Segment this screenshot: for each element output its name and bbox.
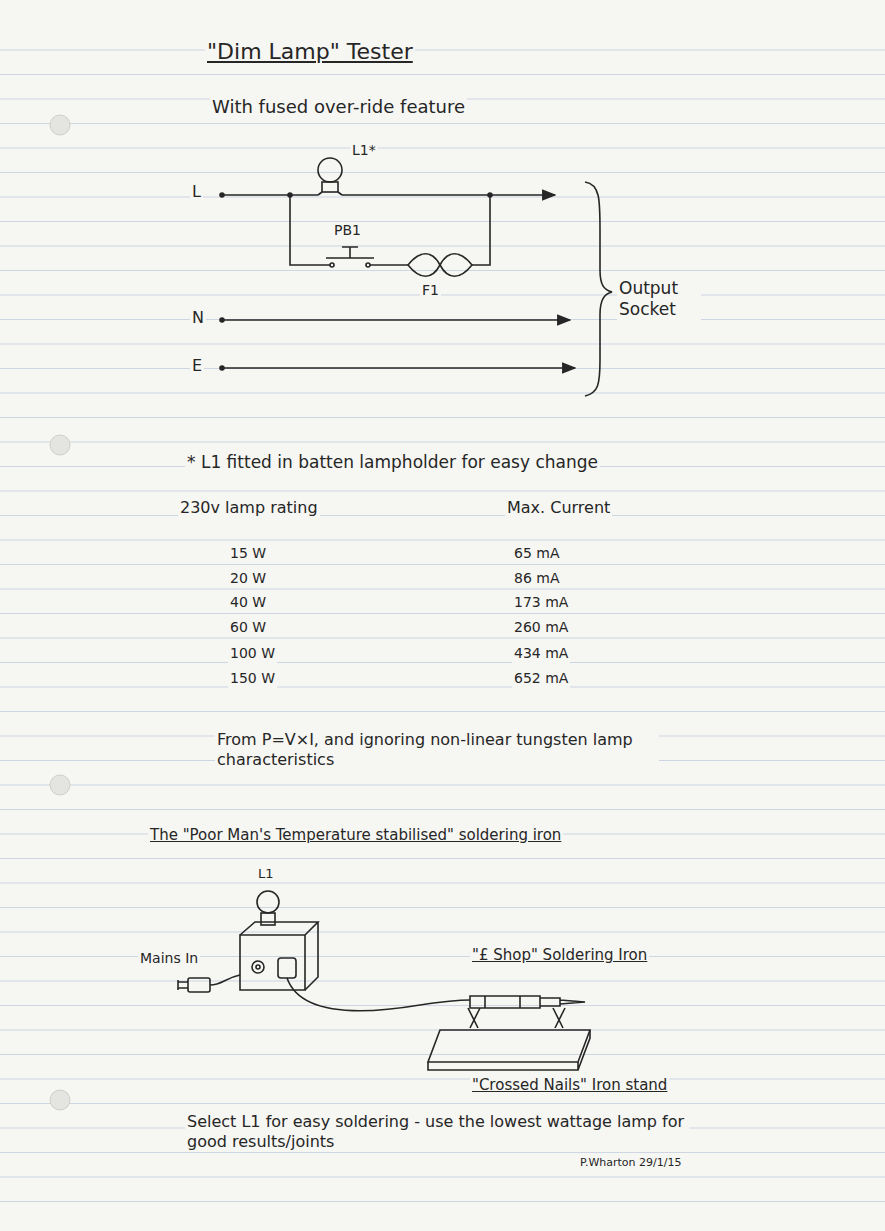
part-label: Mains In <box>138 950 200 968</box>
line-label: L <box>190 182 203 202</box>
ruled-line <box>0 1201 885 1202</box>
ruled-line <box>0 1103 885 1104</box>
ruled-line <box>0 540 885 541</box>
component-label: F1 <box>420 282 441 300</box>
table-cell: 40 W <box>228 594 268 612</box>
ruled-line <box>0 711 885 712</box>
ruled-line <box>0 295 885 296</box>
ruled-line <box>0 981 885 982</box>
ruled-line <box>0 858 885 859</box>
socket-label: Output Socket <box>617 278 701 321</box>
footnote: * L1 fitted in batten lampholder for eas… <box>185 452 600 473</box>
ruled-line <box>0 515 885 516</box>
title: "Dim Lamp" Tester <box>205 38 415 66</box>
circuit-schematic <box>220 158 612 396</box>
ruled-line <box>0 613 885 614</box>
part-label: "£ Shop" Soldering Iron <box>470 946 649 965</box>
punch-holes <box>50 115 70 1110</box>
ruled-lines <box>0 50 885 1202</box>
line-label: N <box>190 308 206 328</box>
soldering-illustration <box>178 891 590 1070</box>
table-header: 230v lamp rating <box>178 498 320 518</box>
ruled-line <box>0 589 885 590</box>
ruled-line <box>0 638 885 639</box>
signature: P.Wharton 29/1/15 <box>578 1156 683 1170</box>
ruled-line <box>0 197 885 198</box>
ruled-line <box>0 393 885 394</box>
ruled-line <box>0 74 885 75</box>
table-cell: 173 mA <box>512 594 570 612</box>
ruled-line <box>0 148 885 149</box>
ruled-line <box>0 662 885 663</box>
table-header: Max. Current <box>505 498 612 518</box>
part-label: "Crossed Nails" Iron stand <box>470 1076 669 1095</box>
ruled-line <box>0 932 885 933</box>
ruled-line <box>0 123 885 124</box>
table-cell: 65 mA <box>512 545 561 563</box>
ruled-line <box>0 1054 885 1055</box>
ruled-line <box>0 50 885 51</box>
ruled-line <box>0 785 885 786</box>
ruled-line <box>0 442 885 443</box>
ruled-line <box>0 956 885 957</box>
table-cell: 652 mA <box>512 670 570 688</box>
ruled-line <box>0 491 885 492</box>
component-label: PB1 <box>332 222 363 240</box>
ruled-line <box>0 246 885 247</box>
table-cell: 100 W <box>228 645 277 663</box>
ruled-line <box>0 1005 885 1006</box>
line-label: E <box>190 356 204 376</box>
ruled-line <box>0 417 885 418</box>
ruled-line <box>0 319 885 320</box>
ruled-line <box>0 344 885 345</box>
component-label: L1 <box>256 866 276 882</box>
ruled-line <box>0 1152 885 1153</box>
ruled-line <box>0 172 885 173</box>
ruled-line <box>0 1079 885 1080</box>
ruled-line <box>0 809 885 810</box>
note: Select L1 for easy soldering - use the l… <box>185 1112 689 1152</box>
ruled-line <box>0 687 885 688</box>
ruled-line <box>0 564 885 565</box>
ruled-line <box>0 368 885 369</box>
table-cell: 20 W <box>228 570 268 588</box>
table-cell: 60 W <box>228 619 268 637</box>
ruled-line <box>0 1177 885 1178</box>
subtitle: With fused over-ride feature <box>210 96 467 119</box>
table-cell: 434 mA <box>512 645 570 663</box>
table-cell: 86 mA <box>512 570 561 588</box>
ruled-line <box>0 883 885 884</box>
section-heading: The "Poor Man's Temperature stabilised" … <box>148 826 563 845</box>
note: From P=V×I, and ignoring non-linear tung… <box>215 730 659 770</box>
table-cell: 15 W <box>228 545 268 563</box>
table-cell: 150 W <box>228 670 277 688</box>
ruled-line <box>0 221 885 222</box>
ruled-line <box>0 907 885 908</box>
component-label: L1* <box>350 142 378 160</box>
table-cell: 260 mA <box>512 619 570 637</box>
